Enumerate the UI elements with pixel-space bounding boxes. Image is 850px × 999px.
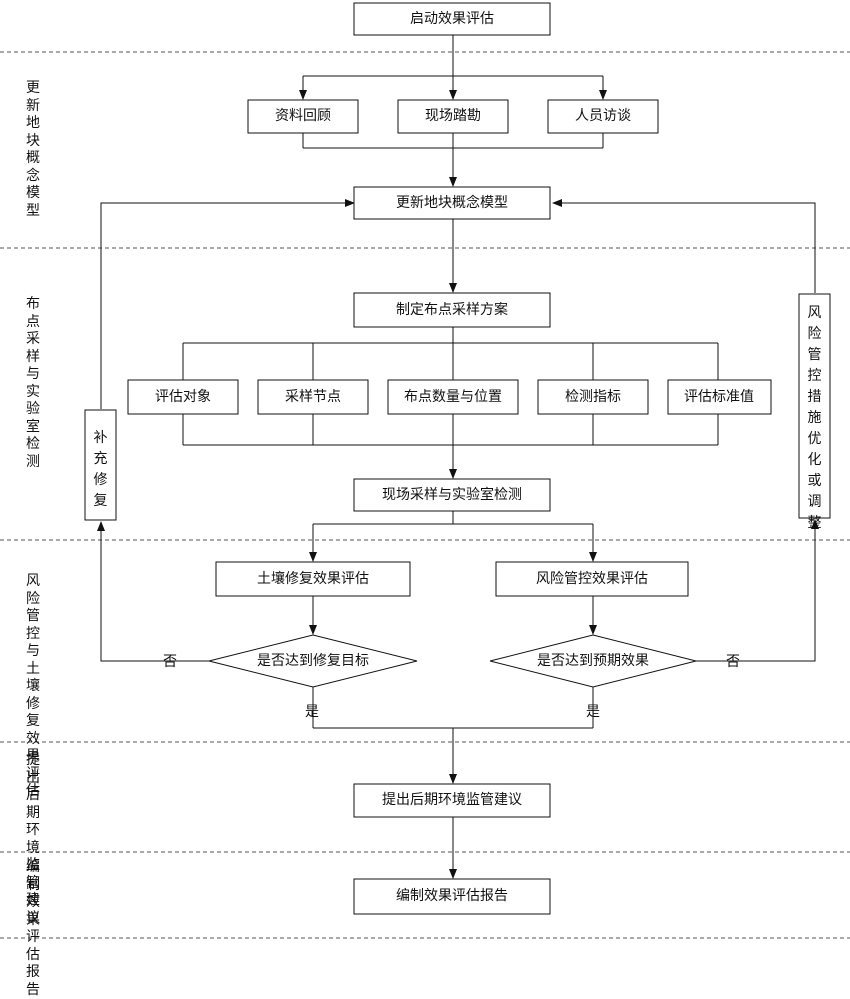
start-box	[353, 2, 551, 36]
suggestions-label: 提出后期环境监管建议	[382, 792, 522, 808]
soil-decision-label: 是否达到修复目标	[257, 652, 369, 669]
test-indicators-box	[537, 379, 649, 415]
update-model-label: 更新地块概念模型	[396, 194, 508, 211]
risk-decision-diamond	[489, 634, 697, 688]
update-model-box	[353, 186, 551, 220]
supplement-label: 补充修复	[94, 430, 108, 509]
criteria-label: 评估标准值	[684, 389, 754, 405]
soil-yes-label: 是	[305, 704, 319, 720]
supplement-box	[84, 409, 117, 521]
risk-yes-label: 是	[586, 704, 600, 720]
suggestions-box	[353, 783, 551, 818]
soil-eval-label: 土壤修复效果评估	[257, 570, 369, 587]
risk-eval-label: 风险管控效果评估	[536, 571, 648, 587]
stage-label-update-model: 更新地块概念模型	[26, 80, 40, 219]
data-review-label: 资料回顾	[275, 108, 331, 124]
test-indicators-label: 检测指标	[565, 389, 621, 405]
start-label: 启动效果评估	[410, 11, 494, 27]
stage-label-report: 编制效果评估报告	[26, 859, 40, 998]
point-count-location-box	[387, 379, 519, 415]
sampling-plan-box	[353, 292, 551, 328]
target-label: 评估对象	[155, 389, 211, 405]
arrow	[696, 519, 819, 662]
arrow	[100, 199, 355, 409]
stage-label-evaluation: 风险管控与土壤修复效果评估	[26, 573, 40, 799]
soil-decision-diamond	[208, 634, 418, 688]
risk-optimize-box	[798, 293, 831, 519]
interview-label: 人员访谈	[575, 108, 631, 124]
stage-label-suggestions: 提出后期环境监管建议	[26, 752, 40, 926]
risk-eval-box	[495, 561, 689, 597]
data-review-box	[247, 99, 359, 134]
soil-no-label: 否	[163, 654, 177, 670]
sampling-node-label: 采样节点	[285, 389, 341, 405]
stage-separators	[0, 51, 850, 939]
risk-optimize-label: 风险管控措施优化或调整	[808, 305, 822, 531]
soil-eval-box	[215, 561, 411, 597]
field-lab-box	[353, 478, 551, 512]
stage-label-sampling-lab: 布点采样与实验室检测	[26, 296, 40, 470]
arrow	[552, 199, 816, 293]
site-survey-label: 现场踏勘	[425, 108, 481, 124]
interview-box	[547, 99, 659, 134]
sampling-node-box	[257, 379, 369, 415]
field-lab-label: 现场采样与实验室检测	[382, 486, 522, 503]
report-box	[353, 878, 551, 915]
target-box	[127, 379, 239, 415]
site-survey-box	[397, 99, 509, 134]
risk-decision-label: 是否达到预期效果	[537, 653, 649, 669]
report-label: 编制效果评估报告	[396, 888, 508, 904]
connectors	[97, 35, 819, 879]
arrow	[97, 521, 209, 662]
point-count-location-label: 布点数量与位置	[404, 389, 502, 405]
risk-no-label: 否	[726, 654, 740, 670]
flowchart-canvas: 启动效果评估 资料回顾 现场踏勘 人员访谈 更新地块概念模型 制定布点采样方案 …	[0, 2, 850, 939]
sampling-plan-label: 制定布点采样方案	[396, 301, 508, 318]
criteria-box	[667, 379, 772, 415]
